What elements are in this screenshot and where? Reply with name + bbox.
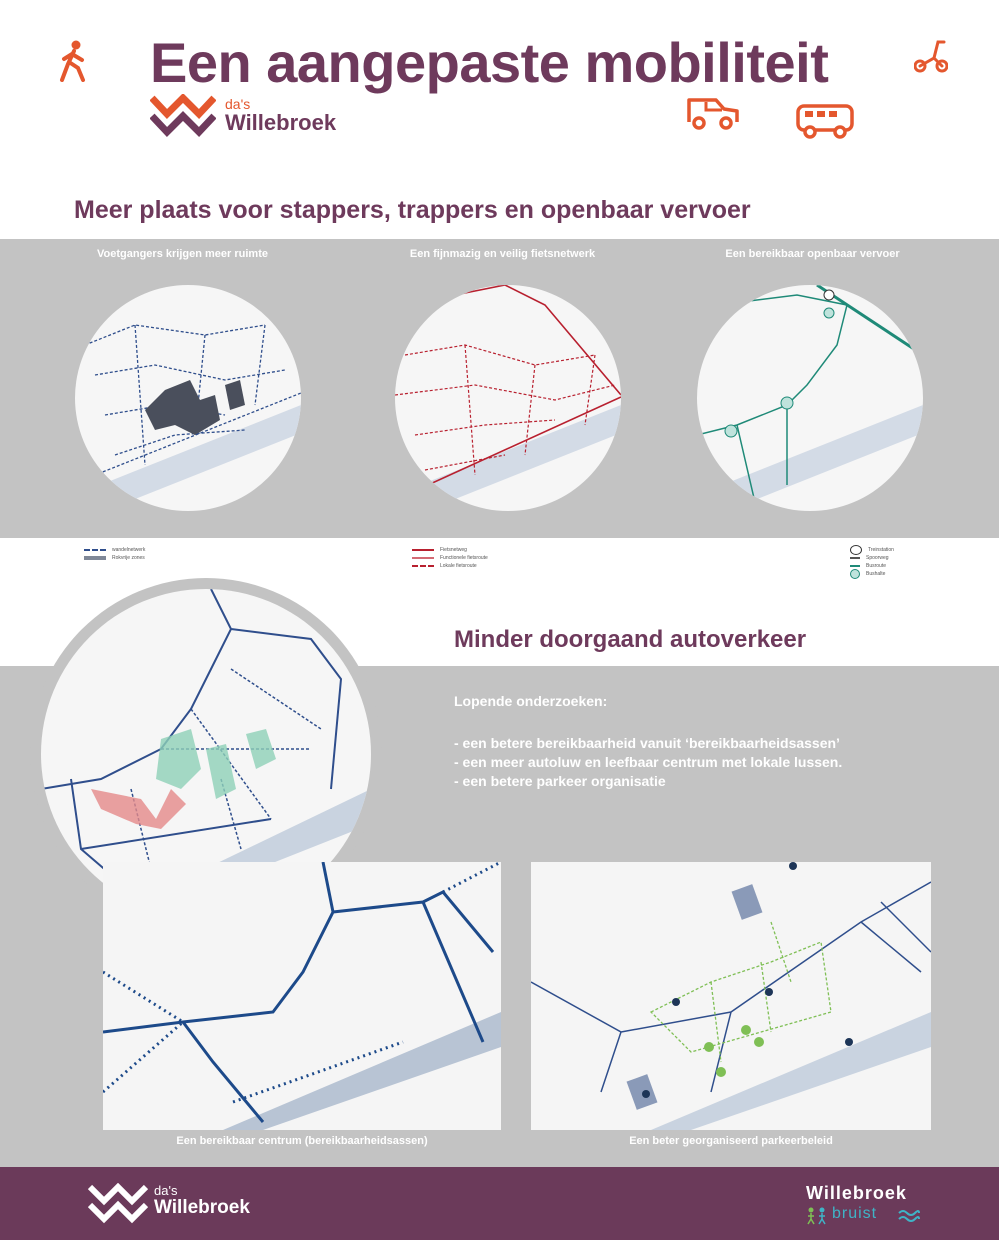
bus-icon bbox=[795, 100, 855, 142]
accessible-centre-map bbox=[103, 862, 501, 1130]
bruist-brand-bottom: bruist bbox=[832, 1205, 878, 1222]
legend-item: Bushalte bbox=[850, 569, 894, 579]
caption-parking-policy: Een beter georganiseerd parkeerbeleid bbox=[629, 1135, 833, 1147]
legend-item: Spoorweg bbox=[850, 554, 894, 562]
public-transport-map bbox=[697, 285, 923, 511]
logo-big-text: Willebroek bbox=[225, 110, 337, 135]
caption-accessible-centre: Een bereikbaar centrum (bereikbaarheidsa… bbox=[176, 1135, 428, 1147]
legend-item: Busroute bbox=[850, 562, 894, 570]
studies-list: - een betere bereikbaarheid vanuit ‘bere… bbox=[454, 734, 842, 791]
legend-item: Fietsnetweg bbox=[412, 546, 488, 554]
legend-public-transport: Treinstation Spoorweg Busroute Bushalte bbox=[850, 545, 894, 579]
walking-person-icon bbox=[56, 40, 90, 82]
willebroek-w-icon bbox=[88, 1183, 148, 1224]
scooter-icon bbox=[914, 38, 948, 74]
footer-logo-small: da's bbox=[154, 1183, 178, 1198]
cycling-network-map bbox=[395, 285, 621, 511]
legend-item: Lokale fietsroute bbox=[412, 562, 488, 570]
waves-icon bbox=[898, 1209, 920, 1223]
studies-title: Lopende onderzoeken: bbox=[454, 693, 608, 709]
legend-pedestrians: wandelnetwerk Rokvrije zones bbox=[84, 546, 145, 562]
parking-policy-map bbox=[531, 862, 931, 1130]
list-item: - een betere bereikbaarheid vanuit ‘bere… bbox=[454, 735, 840, 751]
logo-small-text: da's bbox=[225, 96, 251, 112]
legend-item: Treinstation bbox=[850, 545, 894, 555]
willebroek-logo: da's Willebroek bbox=[150, 94, 370, 144]
panel-title-pedestrians: Voetgangers krijgen meer ruimte bbox=[97, 248, 268, 260]
panel-title-cycling: Een fijnmazig en veilig fietsnetwerk bbox=[409, 248, 596, 260]
panel-title-public-transport: Een bereikbaar openbaar vervoer bbox=[725, 248, 900, 260]
legend-cycling: Fietsnetweg Functionele fietsroute Lokal… bbox=[412, 546, 488, 570]
list-item: - een betere parkeer organisatie bbox=[454, 773, 666, 789]
willebroek-w-icon bbox=[150, 94, 216, 138]
legend-item: Functionele fietsroute bbox=[412, 554, 488, 562]
car-icon bbox=[686, 94, 740, 132]
footer: da's Willebroek Willebroek bruist bbox=[0, 1167, 999, 1240]
section-heading-car-traffic: Minder doorgaand autoverkeer bbox=[454, 626, 807, 653]
people-icon bbox=[806, 1207, 828, 1225]
legend-item: wandelnetwerk bbox=[84, 546, 145, 554]
legend-item: Rokvrije zones bbox=[84, 554, 145, 562]
list-item: - een meer autoluw en leefbaar centrum m… bbox=[454, 754, 843, 770]
bruist-brand-top: Willebroek bbox=[806, 1183, 907, 1203]
pedestrian-network-map bbox=[75, 285, 301, 511]
footer-logo-big: Willebroek bbox=[154, 1197, 250, 1218]
section-heading-active-mobility: Meer plaats voor stappers, trappers en o… bbox=[74, 196, 751, 224]
page-title: Een aangepaste mobiliteit bbox=[150, 31, 829, 94]
